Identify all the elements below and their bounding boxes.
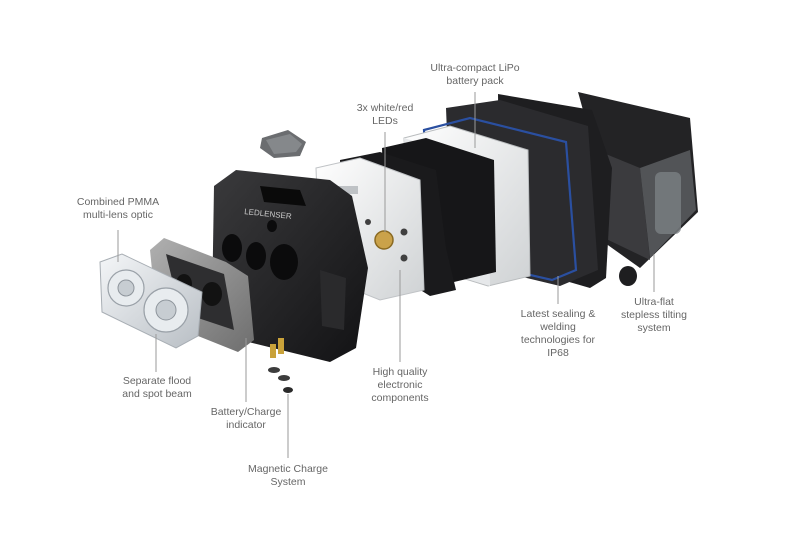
aux-led-2 [400, 254, 408, 262]
rubber-button [260, 130, 306, 158]
leader-lines [117, 92, 655, 458]
main-led [374, 230, 394, 250]
aux-led-1 [400, 228, 408, 236]
aux-led-3 [365, 219, 371, 225]
rubber-cap [619, 266, 637, 286]
charge-contacts [268, 338, 293, 393]
pmma-optic [99, 253, 203, 349]
